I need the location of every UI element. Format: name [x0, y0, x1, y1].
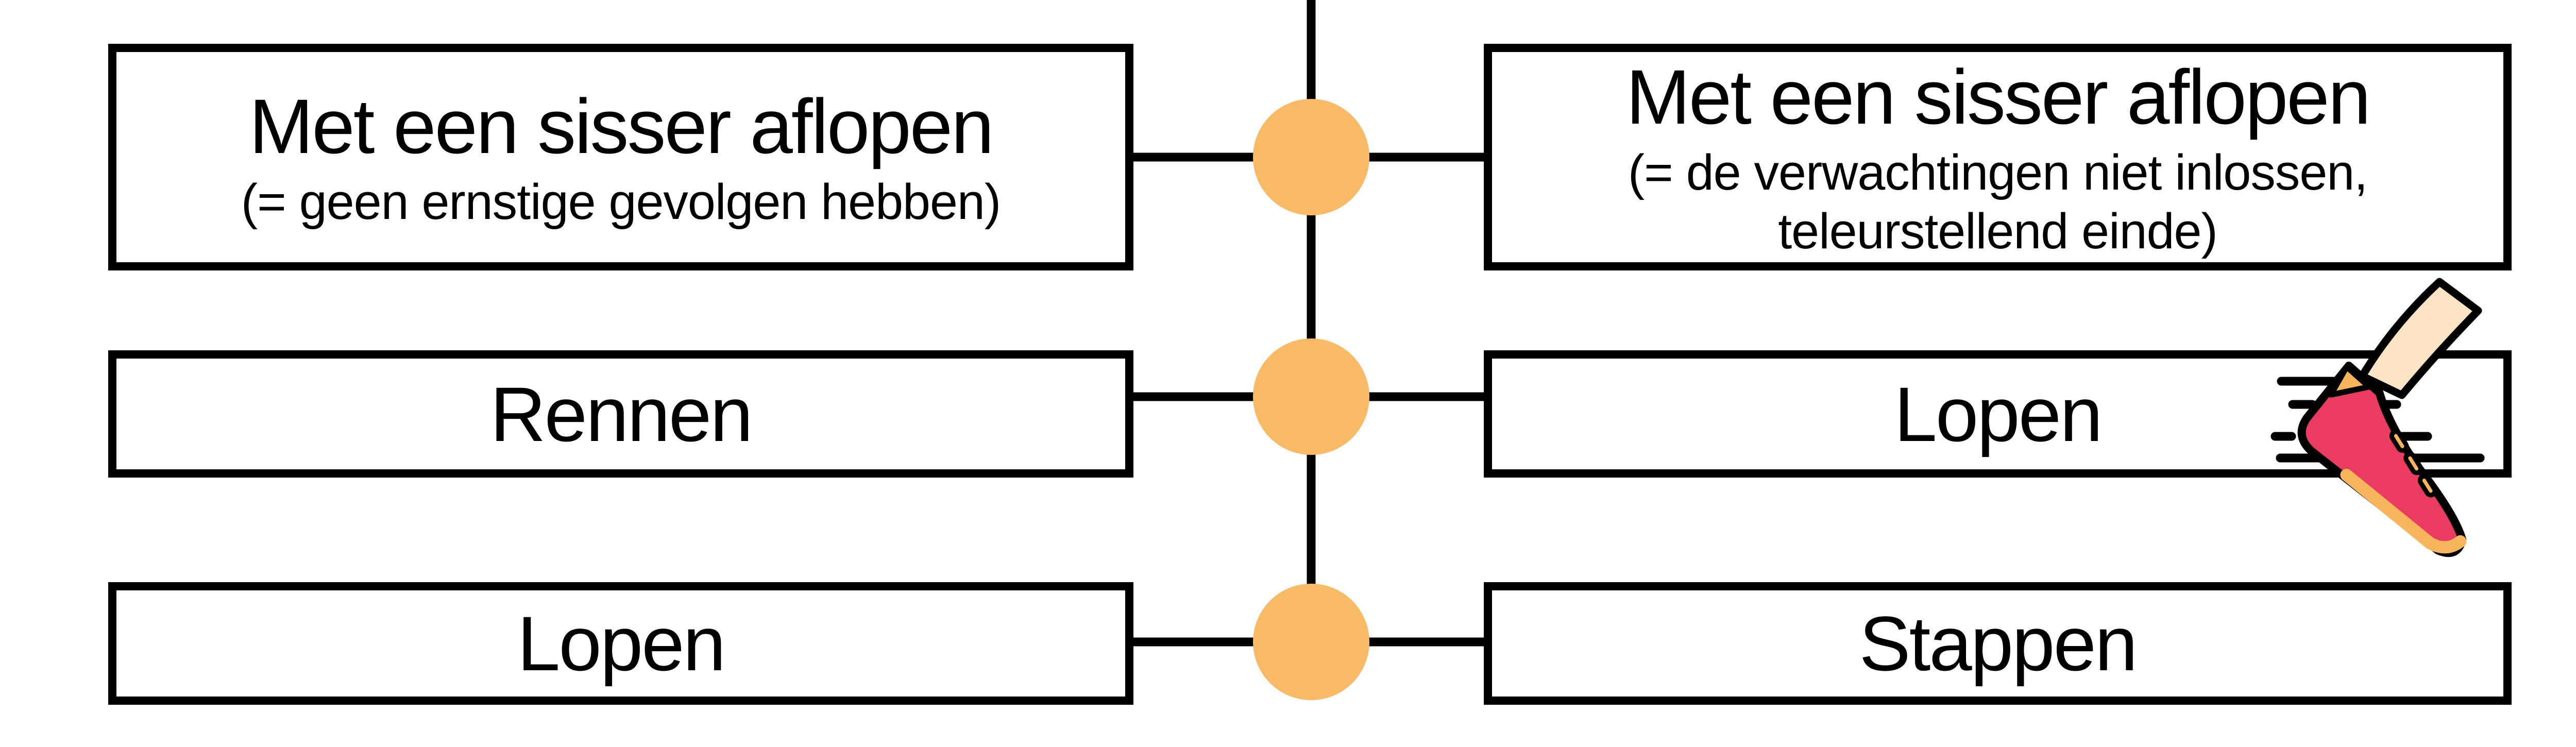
sneaker-laces: [2389, 429, 2437, 498]
leg-shape: [2358, 278, 2482, 399]
term-definition: (= de verwachtingen niet inlossen, teleu…: [1628, 143, 2368, 261]
definition-line: (= geen ernstige gevolgen hebben): [241, 173, 1001, 230]
sneaker-shape: [2297, 362, 2467, 557]
term-title: Rennen: [490, 370, 753, 457]
term-box-left-2: Rennen: [108, 350, 1133, 478]
sneaker-heel-patch: [2328, 364, 2372, 398]
term-box-left-1: Met een sisser aflopen (= geen ernstige …: [108, 44, 1133, 270]
term-title: Lopen: [517, 600, 726, 687]
term-title: Stappen: [1859, 600, 2138, 687]
connector-node-1: [1253, 99, 1369, 215]
definition-line: (= de verwachtingen niet inlossen,: [1628, 144, 2368, 200]
connector-node-2: [1253, 338, 1369, 455]
definition-line: teleurstellend einde): [1778, 203, 2218, 259]
term-definition: (= geen ernstige gevolgen hebben): [241, 173, 1001, 231]
term-title: Met een sisser aflopen: [1625, 53, 2371, 140]
term-title: Lopen: [1894, 370, 2103, 457]
term-title: Met een sisser aflopen: [249, 82, 994, 169]
running-shoe-icon: [2270, 278, 2485, 557]
term-box-left-3: Lopen: [108, 582, 1133, 705]
connector-node-3: [1253, 584, 1369, 700]
term-box-right-1: Met een sisser aflopen (= de verwachting…: [1484, 44, 2512, 270]
term-box-right-3: Stappen: [1484, 582, 2512, 705]
sneaker-sole: [2340, 469, 2467, 554]
